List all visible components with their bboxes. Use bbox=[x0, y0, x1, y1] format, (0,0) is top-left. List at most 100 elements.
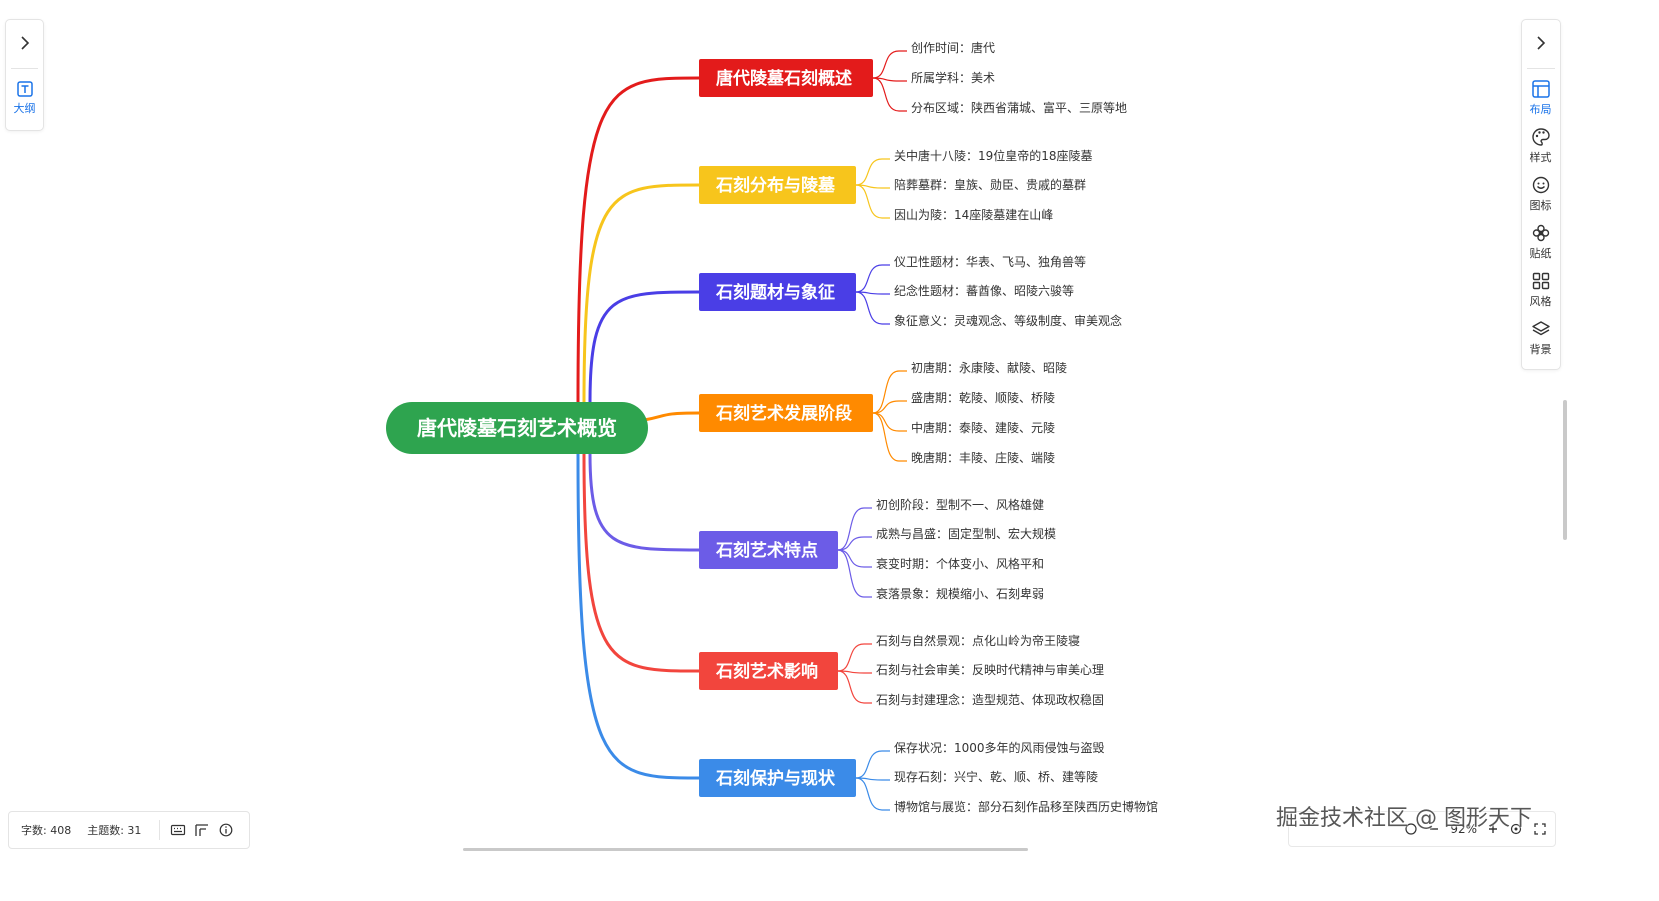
leaf-node[interactable]: 盛唐期：乾陵、顺陵、桥陵 bbox=[911, 390, 1055, 405]
leaf-node[interactable]: 创作时间：唐代 bbox=[911, 40, 995, 55]
tool-theme[interactable]: 风格 bbox=[1522, 271, 1559, 309]
leaf-node[interactable]: 保存状况：1000多年的风雨侵蚀与盗毁 bbox=[894, 740, 1105, 755]
expand-left-panel-button[interactable] bbox=[6, 26, 43, 60]
leaf-node[interactable]: 晚唐期：丰陵、庄陵、端陵 bbox=[911, 450, 1055, 465]
branch-connector bbox=[576, 452, 701, 780]
branch-node[interactable]: 石刻分布与陵墓 bbox=[699, 166, 856, 204]
divider bbox=[11, 68, 38, 69]
leaf-node[interactable]: 因山为陵：14座陵墓建在山峰 bbox=[894, 207, 1053, 222]
tool-icon[interactable]: 图标 bbox=[1522, 175, 1559, 213]
info-button[interactable] bbox=[214, 818, 238, 842]
branch-label: 石刻艺术特点 bbox=[715, 540, 818, 561]
leaf-connector bbox=[872, 50, 907, 79]
leaf-connector bbox=[837, 670, 872, 674]
leaf-node[interactable]: 初唐期：永康陵、献陵、昭陵 bbox=[911, 360, 1067, 375]
leaf-connector bbox=[872, 77, 907, 82]
root-box bbox=[386, 402, 648, 454]
branch-connector bbox=[588, 452, 701, 552]
branch-node[interactable]: 石刻题材与象征 bbox=[699, 273, 856, 311]
leaf-node[interactable]: 石刻与封建理念：造型规范、体现政权稳固 bbox=[876, 692, 1104, 707]
watermark: 掘金技术社区 @ 图形天下 bbox=[1276, 806, 1532, 831]
branch-connector bbox=[582, 452, 701, 673]
tool-layout[interactable]: 布局 bbox=[1522, 79, 1559, 117]
leaf-connector bbox=[855, 777, 890, 811]
tool-background[interactable]: 背景 bbox=[1522, 319, 1559, 357]
plus-icon bbox=[1489, 825, 1497, 833]
branch-box bbox=[699, 394, 873, 432]
leaf-node[interactable]: 象征意义：灵魂观念、等级制度、审美观念 bbox=[894, 313, 1122, 328]
leaf-node[interactable]: 衰变时期：个体变小、风格平和 bbox=[876, 556, 1044, 571]
zoom-level: 92% bbox=[1450, 822, 1477, 836]
left-panel: 大纲 bbox=[5, 19, 44, 131]
leaf-connector bbox=[855, 777, 890, 781]
chevron-right-icon bbox=[20, 36, 29, 50]
layout-icon bbox=[1531, 80, 1550, 98]
vertical-scrollbar[interactable] bbox=[1563, 400, 1567, 540]
leaf-connector bbox=[837, 536, 872, 551]
leaf-node[interactable]: 博物馆与展览：部分石刻作品移至陕西历史博物馆 bbox=[894, 799, 1158, 814]
tool-label: 背景 bbox=[1529, 343, 1552, 356]
leaf-connector bbox=[855, 291, 890, 325]
leaf-node[interactable]: 仪卫性题材：华表、飞马、独角兽等 bbox=[894, 255, 1086, 269]
tool-label: 图标 bbox=[1529, 199, 1552, 212]
divider bbox=[1527, 68, 1555, 69]
leaf-connector bbox=[855, 184, 890, 189]
text-box-icon bbox=[16, 81, 33, 97]
zoom-out-button[interactable] bbox=[1428, 823, 1440, 835]
leaf-node[interactable]: 分布区域：陕西省蒲城、富平、三原等地 bbox=[911, 100, 1127, 115]
leaf-connector bbox=[855, 291, 890, 295]
minimap-button[interactable] bbox=[190, 818, 214, 842]
horizontal-scrollbar[interactable] bbox=[463, 848, 1028, 851]
branch-node[interactable]: 石刻艺术发展阶段 bbox=[699, 394, 873, 432]
leaf-node[interactable]: 初创阶段：型制不一、风格雄健 bbox=[876, 497, 1044, 512]
minus-icon bbox=[1430, 828, 1439, 830]
outline-button[interactable]: 大纲 bbox=[6, 80, 43, 116]
status-bar: 字数: 408 主题数: 31 bbox=[8, 811, 250, 849]
leaf-node[interactable]: 石刻与社会审美：反映时代精神与审美心理 bbox=[876, 662, 1104, 677]
layers-icon bbox=[1531, 321, 1550, 336]
branch-box bbox=[699, 166, 856, 204]
leaf-node[interactable]: 关中唐十八陵：19位皇帝的18座陵墓 bbox=[894, 148, 1093, 163]
branch-node[interactable]: 石刻保护与现状 bbox=[699, 759, 856, 797]
fullscreen-button[interactable] bbox=[1533, 822, 1547, 836]
branch-box bbox=[699, 59, 873, 97]
root-node[interactable]: 唐代陵墓石刻艺术概览 bbox=[386, 402, 648, 454]
tool-label: 风格 bbox=[1529, 295, 1552, 308]
leaf-node[interactable]: 中唐期：泰陵、建陵、元陵 bbox=[911, 420, 1055, 435]
topic-count: 主题数: 31 bbox=[87, 824, 142, 837]
branch-node[interactable]: 石刻艺术影响 bbox=[699, 652, 838, 690]
word-count: 字数: 408 bbox=[21, 824, 72, 837]
collapse-right-panel-button[interactable] bbox=[1522, 26, 1559, 60]
leaf-connector bbox=[855, 158, 890, 186]
fit-screen-button[interactable] bbox=[1509, 822, 1523, 836]
target-icon bbox=[1510, 823, 1522, 835]
leaf-connector bbox=[872, 412, 907, 432]
leaf-node[interactable]: 陪葬墓群：皇族、勋臣、贵戚的墓群 bbox=[894, 177, 1086, 192]
tool-label: 布局 bbox=[1529, 103, 1552, 116]
smiley-icon bbox=[1532, 176, 1549, 194]
leaf-node[interactable]: 成熟与昌盛：固定型制、宏大规模 bbox=[876, 526, 1056, 541]
branch-node[interactable]: 唐代陵墓石刻概述 bbox=[699, 59, 873, 97]
leaf-node[interactable]: 现存石刻：兴宁、乾、顺、桥、建等陵 bbox=[894, 769, 1098, 784]
branch-label: 石刻题材与象征 bbox=[715, 282, 835, 303]
leaf-node[interactable]: 衰落景象：规模缩小、石刻卑弱 bbox=[876, 586, 1044, 601]
leaf-node[interactable]: 纪念性题材：蕃酋像、昭陵六骏等 bbox=[894, 283, 1074, 298]
locate-button[interactable] bbox=[1404, 822, 1418, 836]
keyboard-shortcuts-button[interactable] bbox=[166, 818, 190, 842]
tool-sticker[interactable]: 贴纸 bbox=[1522, 223, 1559, 261]
leaf-connector bbox=[855, 750, 890, 779]
branch-connector bbox=[588, 290, 701, 404]
fullscreen-icon bbox=[1534, 823, 1546, 835]
branch-label: 石刻艺术影响 bbox=[715, 661, 818, 682]
branch-label: 唐代陵墓石刻概述 bbox=[716, 68, 852, 89]
root-label: 唐代陵墓石刻艺术概览 bbox=[417, 416, 617, 440]
node-layer: 唐代陵墓石刻概述 创作时间：唐代所属学科：美术分布区域：陕西省蒲城、富平、三原等地… bbox=[386, 40, 1158, 814]
leaf-node[interactable]: 石刻与自然景观：点化山岭为帝王陵寝 bbox=[876, 633, 1080, 648]
tool-style[interactable]: 样式 bbox=[1522, 127, 1559, 165]
branch-box bbox=[699, 759, 856, 797]
zoom-in-button[interactable] bbox=[1487, 823, 1499, 835]
branch-label: 石刻分布与陵墓 bbox=[715, 175, 836, 196]
leaf-node[interactable]: 所属学科：美术 bbox=[911, 70, 995, 85]
branch-node[interactable]: 石刻艺术特点 bbox=[699, 531, 838, 569]
